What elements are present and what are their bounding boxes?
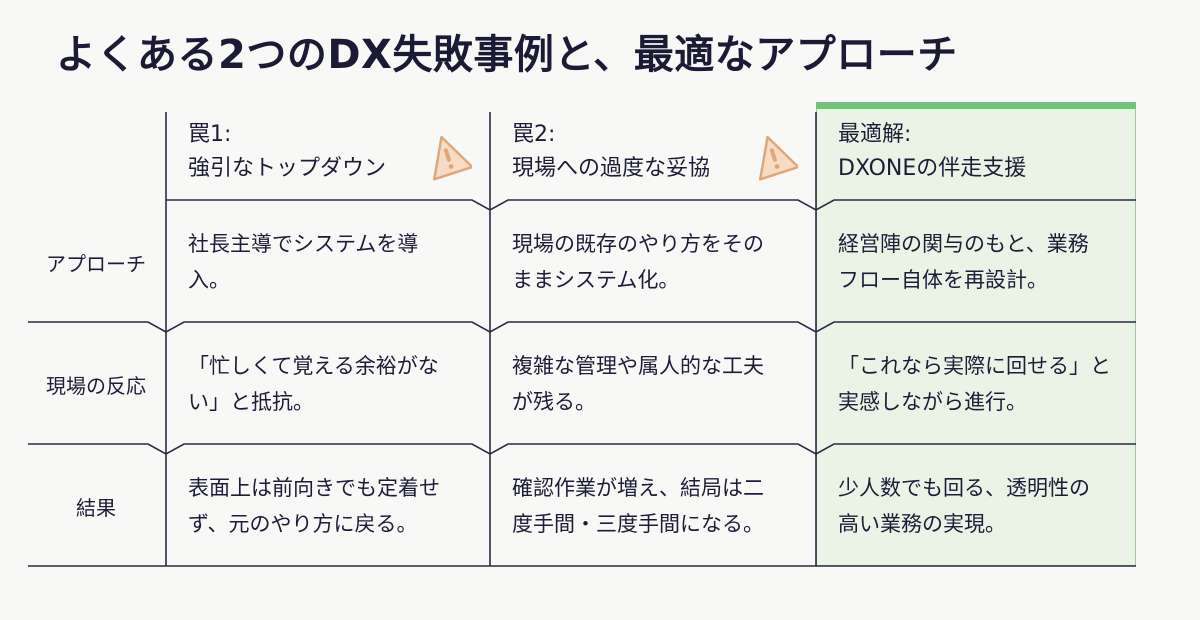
cell-result-solution: 少人数でも回る、透明性の 高い業務の実現。 [838, 470, 1090, 542]
row-label-approach: アプローチ [46, 252, 146, 276]
page-title: よくある2つのDX失敗事例と、最適なアプローチ [56, 32, 958, 78]
cell-text-line: 少人数でも回る、透明性の [838, 476, 1090, 500]
column-header-solution: 最適解: DXONEの伴走支援 [838, 118, 1026, 186]
cell-text-line: い」と抵抗。 [188, 390, 314, 414]
cell-result-trap2: 確認作業が増え、結局は二 度手間・三度手間になる。 [512, 470, 764, 542]
cell-approach-trap1: 社長主導でシステムを導 入。 [188, 226, 418, 298]
cell-text-line: 「これなら実際に回せる」と [838, 354, 1111, 378]
row-label-reaction: 現場の反応 [46, 374, 146, 398]
cell-reaction-trap1: 「忙しくて覚える余裕がな い」と抵抗。 [188, 348, 439, 420]
column-header-trap1-title: 強引なトップダウン [188, 156, 387, 181]
cell-text-line: 高い業務の実現。 [838, 512, 1006, 536]
column-header-solution-title: DXONEの伴走支援 [838, 156, 1027, 181]
row-label-result: 結果 [76, 496, 116, 520]
cell-reaction-trap2: 複雑な管理や属人的な工夫 が残る。 [512, 348, 764, 420]
column-header-solution-label: 最適解: [838, 122, 912, 147]
warning-icon [432, 135, 472, 181]
cell-text-line: 現場の既存のやり方をその [512, 232, 764, 256]
recommended-column-accent-bar [816, 102, 1136, 109]
cell-text-line: 表面上は前向きでも定着せ [188, 476, 440, 500]
cell-text-line: 入。 [188, 268, 230, 292]
cell-result-trap1: 表面上は前向きでも定着せ ず、元のやり方に戻る。 [188, 470, 440, 542]
column-header-trap2-title: 現場への過度な妥協 [512, 156, 711, 181]
cell-text-line: 確認作業が増え、結局は二 [512, 476, 764, 500]
cell-text-line: 社長主導でシステムを導 [188, 232, 419, 256]
cell-text-line: が残る。 [512, 390, 596, 414]
cell-text-line: 経営陣の関与のもと、業務 [838, 232, 1089, 256]
cell-text-line: 複雑な管理や属人的な工夫 [512, 354, 764, 378]
cell-reaction-solution: 「これなら実際に回せる」と 実感しながら進行。 [838, 348, 1111, 420]
cell-approach-solution: 経営陣の関与のもと、業務 フロー自体を再設計。 [838, 226, 1089, 298]
cell-text-line: ず、元のやり方に戻る。 [188, 512, 418, 536]
recommended-column-highlight [816, 102, 1136, 566]
cell-text-line: フロー自体を再設計。 [838, 268, 1048, 292]
cell-text-line: 「忙しくて覚える余裕がな [188, 354, 439, 378]
column-header-trap2-label: 罠2: [512, 122, 556, 147]
warning-icon [758, 135, 798, 181]
column-header-trap2: 罠2: 現場への過度な妥協 [512, 118, 710, 186]
cell-text-line: ままシステム化。 [512, 268, 680, 292]
column-header-trap1: 罠1: 強引なトップダウン [188, 118, 386, 186]
cell-text-line: 実感しながら進行。 [838, 390, 1027, 414]
cell-approach-trap2: 現場の既存のやり方をその ままシステム化。 [512, 226, 764, 298]
cell-text-line: 度手間・三度手間になる。 [512, 512, 764, 536]
column-header-trap1-label: 罠1: [188, 122, 232, 147]
